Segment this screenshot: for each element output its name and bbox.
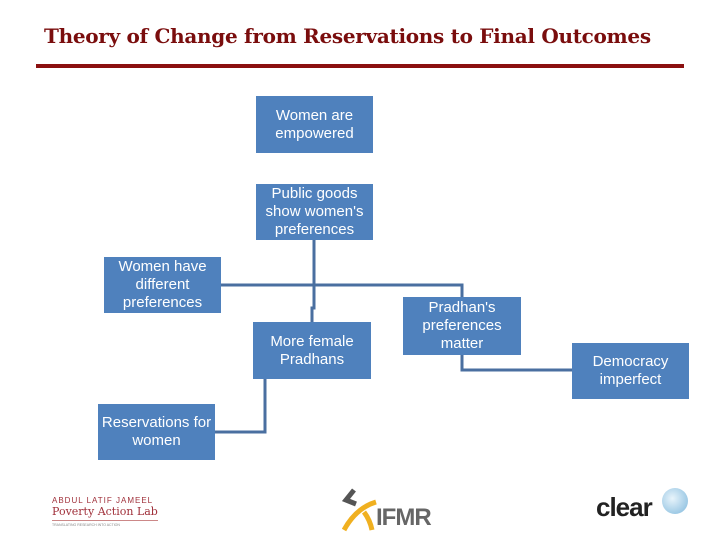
node-democracy-imperfect: Democracy imperfect — [572, 343, 689, 399]
node-reservations: Reservations for women — [98, 404, 215, 460]
jpal-logo-tag: TRANSLATING RESEARCH INTO ACTION — [52, 520, 158, 527]
connector-different-to-pradhan — [221, 283, 464, 297]
slide-title: Theory of Change from Reservations to Fi… — [44, 24, 651, 48]
clear-logo: clear — [596, 488, 696, 532]
ifmr-mark-icon — [342, 488, 377, 532]
node-pradhan-preferences: Pradhan's preferences matter — [403, 297, 521, 355]
node-public-goods: Public goods show women's preferences — [256, 184, 373, 240]
node-different-preferences: Women have different preferences — [104, 257, 221, 313]
jpal-logo: ABDUL LATIF JAMEEL Poverty Action Lab TR… — [52, 496, 158, 527]
node-more-female-pradhans: More female Pradhans — [253, 322, 371, 379]
connector-pradhan-to-democracy — [460, 355, 572, 372]
connector-reservations-to-female — [215, 379, 267, 434]
jpal-logo-main: Poverty Action Lab — [52, 505, 158, 518]
globe-icon — [662, 488, 688, 514]
title-divider — [36, 64, 684, 68]
ifmr-logo: IFMR — [342, 488, 442, 532]
jpal-logo-top: ABDUL LATIF JAMEEL — [52, 496, 154, 505]
clear-logo-text: clear — [596, 492, 653, 522]
ifmr-logo-text: IFMR — [376, 504, 432, 531]
node-women-empowered: Women are empowered — [256, 96, 373, 153]
connector-public-goods-to-female — [310, 240, 316, 322]
